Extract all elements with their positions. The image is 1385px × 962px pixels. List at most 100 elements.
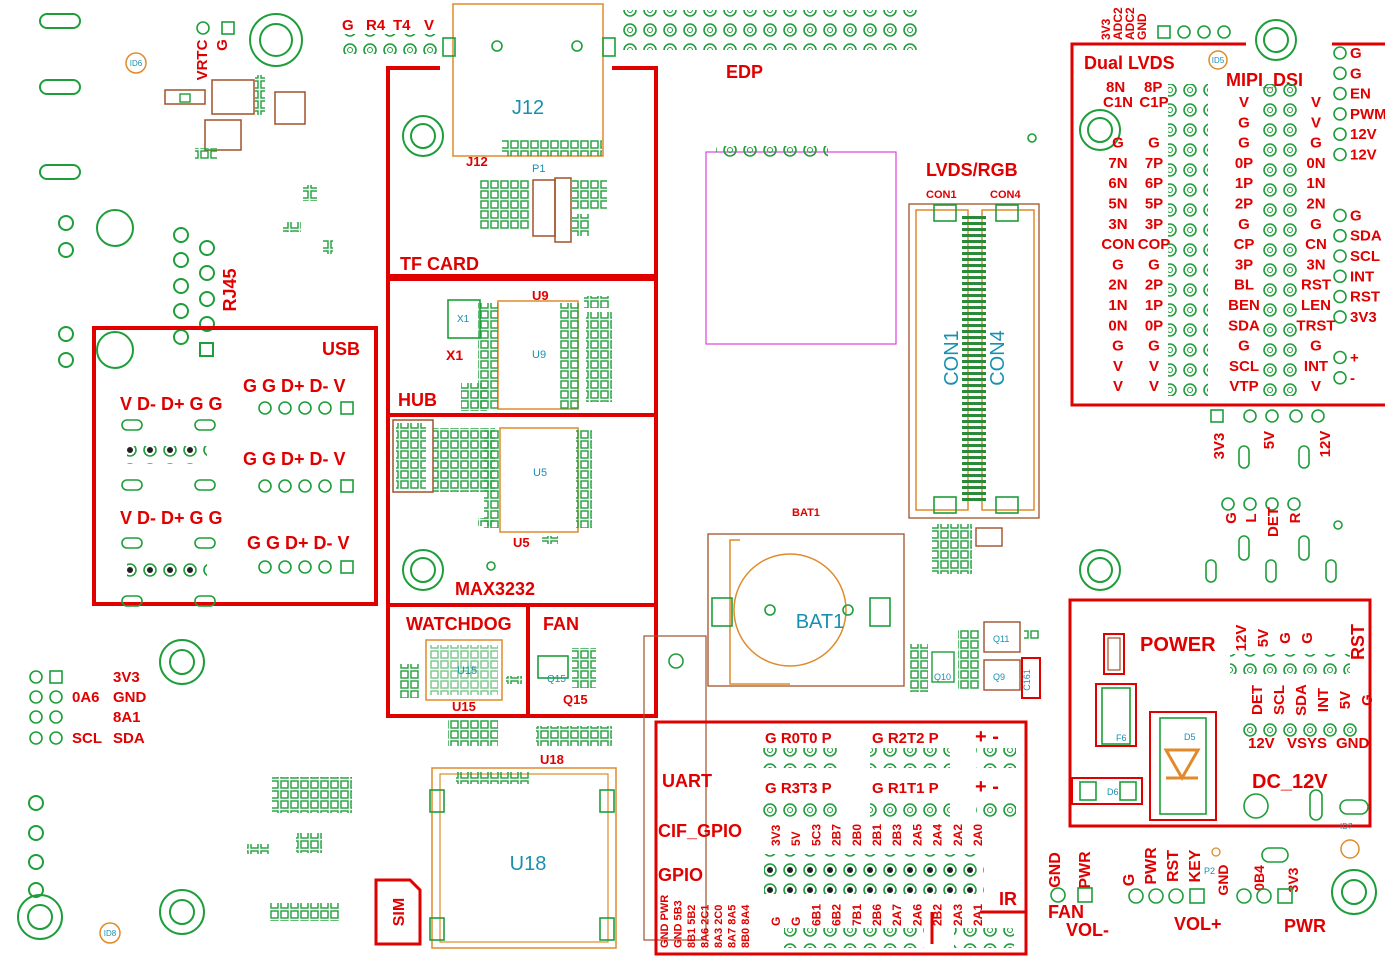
mipi-row-right: 3N — [1306, 256, 1325, 273]
mount-id5: ID5 — [1212, 56, 1225, 65]
mount-id6: ID6 — [130, 59, 143, 68]
vol-plus-label: VOL+ — [1174, 914, 1222, 934]
bottom-gnd: GND — [1215, 864, 1231, 895]
watchdog-block: WATCHDOG U15 U15 — [386, 603, 530, 718]
mipi-side-pad — [1333, 208, 1347, 223]
mipi-side-label: G — [1350, 65, 1362, 82]
mipi-row-left: SCL — [1229, 358, 1259, 375]
bottom-3v3: 3V3 — [1285, 867, 1301, 892]
key-key: KEY — [1187, 849, 1204, 882]
power-top-label: G — [1299, 632, 1316, 644]
mipi-row-right: G — [1310, 338, 1322, 355]
f6-label: F6 — [1116, 733, 1127, 743]
mipi-row-right: RST — [1301, 277, 1331, 294]
mipi-side-label: SCL — [1350, 248, 1380, 265]
hub-label: HUB — [398, 390, 437, 410]
q-cluster: Q10 Q11 Q9 C161 — [910, 621, 1041, 699]
key-g: G — [1121, 874, 1138, 886]
fan-gnd: GND — [1047, 852, 1064, 888]
rj45-label: RJ45 — [220, 268, 240, 311]
uart-pm1-label: + - — [975, 726, 999, 748]
key-pwr: PWR — [1143, 847, 1160, 885]
cif-bottom-label: 7B1 — [850, 904, 864, 926]
gpio-left-label: GND 5B3 — [673, 900, 685, 948]
lvds-row-right: C1P — [1139, 94, 1168, 111]
usb-block: USB G G D+ D- V V D- D+ G G G G D+ D- V … — [92, 326, 378, 607]
mipi-row-left: G — [1238, 338, 1250, 355]
u18-sim: U18 U18 SIM — [374, 720, 617, 949]
uart-cif-block: UART CIF_GPIO GPIO IR G R0T0 P G R2T2 P … — [654, 720, 1028, 956]
q11-label: Q11 — [993, 634, 1009, 644]
usb-port2-pins: V D- D+ G G — [120, 394, 223, 414]
i2c-scl-label: SCL — [72, 730, 102, 747]
lvds-row-right: G — [1148, 256, 1160, 273]
u15-label: U15 — [457, 665, 477, 677]
lvds-row-right: V — [1149, 358, 1159, 375]
gpio-left-label: 8A3 2C0 — [713, 905, 725, 948]
mipi-side-label: 12V — [1350, 147, 1377, 164]
lvds-row-right: G — [1148, 338, 1160, 355]
u5-label: U5 — [533, 467, 547, 479]
cif-bottom-label: 6B2 — [830, 904, 844, 926]
led-header: 3V3 5V 12V G L DET R — [1079, 409, 1343, 591]
d6-label: D6 — [1107, 787, 1119, 797]
lvds-row-left: 0N — [1108, 317, 1127, 334]
cif-top-label: 2A5 — [910, 824, 924, 846]
led-det: DET — [1265, 507, 1282, 537]
j12-label: J12 — [512, 97, 544, 119]
mipi-side-pad — [1333, 310, 1347, 324]
lvds-row-left: CON — [1101, 236, 1134, 253]
led-3v3: 3V3 — [1211, 433, 1228, 460]
lvds-row-left: C1N — [1103, 94, 1133, 111]
power-mid-label: 5V — [1337, 691, 1354, 709]
mipi-side-label: 12V — [1350, 126, 1377, 143]
edp-header: EDP — [617, 10, 917, 82]
cif-top-label: 2B1 — [870, 824, 884, 846]
con1-ref: CON1 — [926, 189, 957, 201]
u18-ref: U18 — [540, 752, 564, 767]
mipi-row-left: G — [1238, 135, 1250, 152]
mipi-row-right: INT — [1304, 358, 1328, 375]
fan-label: FAN — [543, 614, 579, 634]
rtc-g-label: G — [214, 39, 231, 51]
lvds-row-right: 2P — [1145, 277, 1163, 294]
power-rst: RST — [1348, 624, 1368, 660]
uart-pm2-label: + - — [975, 776, 999, 798]
mipi-side-pad — [1333, 370, 1347, 385]
gpio-left-label: 8A7 8A5 — [727, 905, 739, 948]
mipi-row-left: BEN — [1228, 297, 1260, 314]
top-header-grtv: G R4 T4 V — [340, 17, 440, 54]
mipi-row-right: G — [1310, 135, 1322, 152]
power-mid-label: DET — [1249, 685, 1266, 715]
sim-label: SIM — [391, 898, 408, 926]
uart-r3t3-label: G R3T3 P — [765, 780, 832, 797]
lvds-row-right: 7P — [1145, 155, 1163, 172]
q10-label: Q10 — [934, 672, 951, 682]
dual-lvds-label: Dual LVDS — [1084, 53, 1175, 73]
lvds-row-right: COP — [1138, 236, 1171, 253]
cif-bottom-label: 2B2 — [931, 904, 945, 926]
top-header-v: V — [424, 17, 434, 34]
lvds-rgb: LVDS/RGB CON1 CON4 CON1 CON4 — [908, 160, 1040, 574]
adc-3v3: 3V3 — [1099, 18, 1113, 40]
vrtc-label: VRTC — [194, 39, 211, 80]
cif-top-label: 2B3 — [890, 824, 904, 846]
uart-r0t0-label: G R0T0 P — [765, 730, 832, 747]
lvds-row-left: 1N — [1108, 297, 1127, 314]
uart-label: UART — [662, 771, 712, 791]
lvds-row-right: 5P — [1145, 196, 1163, 213]
cif-top-label: 3V3 — [769, 824, 783, 846]
mipi-side-pad — [1333, 269, 1347, 284]
led-r: R — [1287, 512, 1304, 523]
lvds-header-p: 8P — [1144, 79, 1162, 96]
lvds-row-left: V — [1113, 378, 1123, 395]
vol-minus-label: VOL- — [1066, 920, 1109, 940]
mipi-side-label: - — [1350, 370, 1355, 387]
i2c-gnd-label: GND — [113, 689, 147, 706]
led-5v: 5V — [1261, 431, 1278, 449]
mipi-row-right: CN — [1305, 236, 1327, 253]
cif-bottom-label: G — [789, 917, 803, 926]
